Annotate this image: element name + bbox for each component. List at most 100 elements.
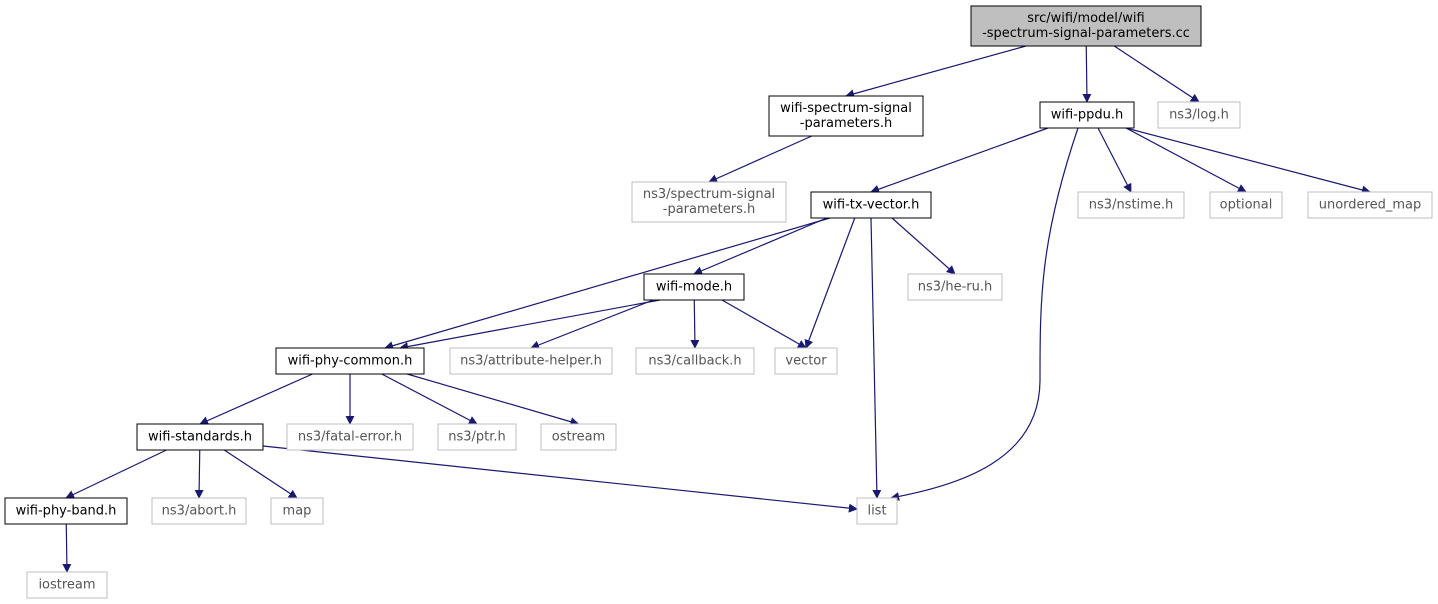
node-mode-label-line-0: wifi-mode.h [656, 280, 732, 295]
edge-mode-to-cb [690, 299, 700, 349]
node-ptr: ns3/ptr.h [437, 423, 517, 451]
node-map-label-line-0: map [283, 504, 312, 519]
edge-txv-to-heru [891, 217, 956, 275]
node-txv-box [810, 191, 932, 219]
edge-std-to-list [262, 445, 858, 513]
nodes-layer: src/wifi/model/wifi-spectrum-signal-para… [4, 5, 1433, 599]
edge-root-to-ppdu [1082, 45, 1092, 103]
edge-root-to-log [1113, 45, 1200, 103]
node-nsssp: ns3/spectrum-signal-parameters.h [631, 181, 787, 223]
edge-phyc-to-ostream [406, 373, 580, 427]
node-optional-box [1209, 191, 1283, 219]
edge-txv-to-vector [804, 217, 856, 349]
node-optional: optional [1209, 191, 1283, 219]
node-cb: ns3/callback.h [635, 347, 755, 375]
edges-layer [62, 45, 1371, 573]
node-nsssp-label-line-0: ns3/spectrum-signal [643, 187, 775, 202]
node-iostream-box [26, 571, 108, 599]
edge-std-to-abort [194, 449, 204, 499]
node-umap-box [1307, 191, 1433, 219]
node-umap: unordered_map [1307, 191, 1433, 219]
edge-band-to-iostream [62, 523, 72, 573]
node-wssp-label-line-1: -parameters.h [800, 116, 892, 131]
node-heru: ns3/he-ru.h [907, 273, 1003, 301]
node-list-box [856, 497, 898, 525]
edge-txv-to-mode [693, 217, 827, 275]
edge-mode-to-vector [721, 299, 807, 349]
node-ppdu-box [1039, 101, 1135, 129]
node-abort-label-line-0: ns3/abort.h [162, 504, 237, 519]
node-nstime-box [1077, 191, 1185, 219]
node-std-label-line-0: wifi-standards.h [148, 430, 252, 445]
node-phyc-box [275, 347, 425, 375]
node-txv[interactable]: wifi-tx-vector.h [810, 191, 932, 219]
node-fatal-box [286, 423, 414, 451]
node-band-label-line-0: wifi-phy-band.h [16, 504, 117, 519]
node-wssp-label-line-0: wifi-spectrum-signal [780, 101, 912, 116]
edge-mode-to-phyc [399, 299, 661, 351]
node-root-label-line-1: -spectrum-signal-parameters.cc [982, 26, 1190, 41]
node-mode-box [643, 273, 745, 301]
node-wssp-box [768, 95, 924, 137]
edge-ppdu-to-nstime [1097, 127, 1132, 193]
edge-wssp-to-nsssp [708, 135, 812, 183]
node-ppdu-label-line-0: wifi-ppdu.h [1051, 108, 1124, 123]
node-ptr-label-line-0: ns3/ptr.h [448, 430, 506, 445]
node-root[interactable]: src/wifi/model/wifi-spectrum-signal-para… [970, 5, 1202, 47]
node-list-label-line-0: list [867, 504, 886, 519]
node-wssp[interactable]: wifi-spectrum-signal-parameters.h [768, 95, 924, 137]
node-std[interactable]: wifi-standards.h [136, 423, 264, 451]
edge-phyc-to-std [199, 373, 313, 425]
edge-std-to-band [65, 449, 167, 499]
node-ostream: ostream [540, 423, 617, 451]
node-cb-box [635, 347, 755, 375]
node-ppdu[interactable]: wifi-ppdu.h [1039, 101, 1135, 129]
node-heru-box [907, 273, 1003, 301]
node-mode[interactable]: wifi-mode.h [643, 273, 745, 301]
node-band-box [4, 497, 128, 525]
node-umap-label-line-0: unordered_map [1319, 198, 1422, 213]
edge-phyc-to-ptr [381, 373, 478, 425]
edge-std-to-map [223, 449, 298, 499]
edge-root-to-wssp [845, 45, 1027, 99]
node-nstime-label-line-0: ns3/nstime.h [1089, 198, 1173, 213]
edge-ppdu-to-umap [1125, 127, 1371, 195]
edge-ppdu-to-optional [1125, 127, 1247, 193]
node-log-box [1157, 101, 1241, 129]
node-nsssp-label-line-1: -parameters.h [663, 202, 755, 217]
node-map-box [270, 497, 324, 525]
node-std-box [136, 423, 264, 451]
node-fatal-label-line-0: ns3/fatal-error.h [298, 430, 402, 445]
node-vector-box [774, 347, 838, 375]
node-vector-label-line-0: vector [785, 354, 827, 369]
node-nsssp-box [631, 181, 787, 223]
edge-ppdu-to-list [890, 127, 1079, 501]
node-iostream: iostream [26, 571, 108, 599]
node-nstime: ns3/nstime.h [1077, 191, 1185, 219]
node-root-box [970, 5, 1202, 47]
node-fatal: ns3/fatal-error.h [286, 423, 414, 451]
node-phyc-label-line-0: wifi-phy-common.h [288, 354, 413, 369]
node-abort-box [151, 497, 247, 525]
node-cb-label-line-0: ns3/callback.h [648, 354, 741, 369]
node-heru-label-line-0: ns3/he-ru.h [918, 280, 993, 295]
node-attr-box [449, 347, 613, 375]
edge-ppdu-to-txv [870, 127, 1049, 194]
node-band[interactable]: wifi-phy-band.h [4, 497, 128, 525]
node-abort: ns3/abort.h [151, 497, 247, 525]
node-txv-label-line-0: wifi-tx-vector.h [823, 198, 920, 213]
edge-mode-to-attr [530, 299, 654, 350]
node-log: ns3/log.h [1157, 101, 1241, 129]
node-ptr-box [437, 423, 517, 451]
node-attr-label-line-0: ns3/attribute-helper.h [460, 354, 602, 369]
node-ostream-box [540, 423, 617, 451]
node-vector: vector [774, 347, 838, 375]
node-iostream-label-line-0: iostream [38, 578, 95, 593]
node-optional-label-line-0: optional [1220, 198, 1273, 213]
node-log-label-line-0: ns3/log.h [1169, 108, 1229, 123]
node-root-label-line-0: src/wifi/model/wifi [1027, 11, 1144, 26]
node-attr: ns3/attribute-helper.h [449, 347, 613, 375]
node-phyc[interactable]: wifi-phy-common.h [275, 347, 425, 375]
edge-txv-to-phyc [384, 217, 831, 351]
